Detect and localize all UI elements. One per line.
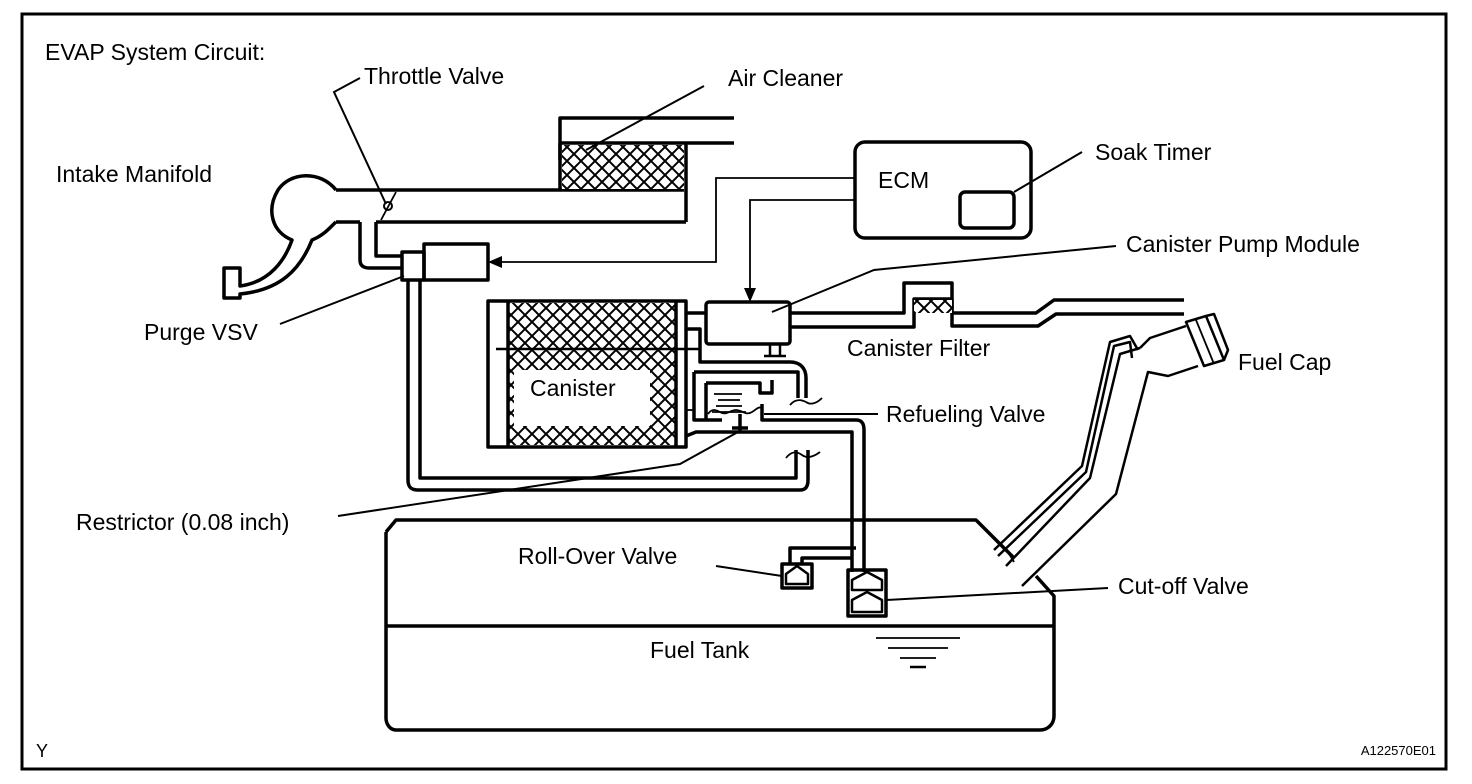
restrictor-leader: [337, 431, 739, 517]
purge-vsv: [400, 242, 490, 282]
intake-manifold-label: Intake Manifold: [56, 161, 212, 187]
fuel-cap: [1184, 312, 1230, 368]
ecm-box: [853, 140, 1033, 240]
corner-mark: Y: [36, 741, 48, 761]
roll-over-valve: [780, 546, 856, 590]
roll-over-valve-label: Roll-Over Valve: [518, 543, 677, 569]
fuel-tank-label: Fuel Tank: [650, 637, 750, 663]
ecm-signal-lines: [488, 177, 855, 302]
air-cleaner: [558, 116, 734, 222]
air-cleaner-leader: [585, 85, 705, 151]
purge-line-inner: [418, 280, 798, 480]
canister-filter-label: Canister Filter: [847, 335, 990, 361]
soak-timer-leader: [1013, 151, 1083, 193]
cut-off-valve-leader: [885, 587, 1109, 601]
refueling-valve: [685, 370, 866, 572]
intake-manifold: [222, 174, 686, 300]
cut-off-valve: [846, 568, 888, 618]
soak-timer-label: Soak Timer: [1095, 139, 1212, 165]
fuel-cap-label: Fuel Cap: [1238, 349, 1331, 375]
ecm-label: ECM: [878, 167, 929, 193]
canister-label: Canister: [530, 375, 616, 401]
canister-pump-module-label: Canister Pump Module: [1126, 231, 1360, 257]
throttle-valve-label: Throttle Valve: [364, 63, 504, 89]
refueling-valve-label: Refueling Valve: [886, 401, 1045, 427]
restrictor-label: Restrictor (0.08 inch): [76, 509, 289, 535]
canister-pump-module-leader: [771, 245, 1117, 313]
purge-vsv-label: Purge VSV: [144, 319, 258, 345]
filler-neck: [993, 324, 1199, 587]
roll-over-valve-leader: [715, 565, 783, 577]
purge-vsv-leader: [279, 275, 405, 325]
diagram-frame: [20, 12, 1448, 771]
figure-id: A122570E01: [1361, 743, 1436, 758]
cut-off-valve-label: Cut-off Valve: [1118, 573, 1249, 599]
purge-line-outer: [406, 280, 810, 492]
diagram-title: EVAP System Circuit:: [45, 39, 265, 65]
canister-pump-module: [704, 281, 1184, 358]
throttle-valve-leader: [332, 77, 387, 205]
fuel-tank: [384, 518, 1056, 732]
pipe-break-lower: [785, 451, 821, 459]
air-cleaner-label: Air Cleaner: [728, 65, 843, 91]
canister: [486, 299, 823, 449]
